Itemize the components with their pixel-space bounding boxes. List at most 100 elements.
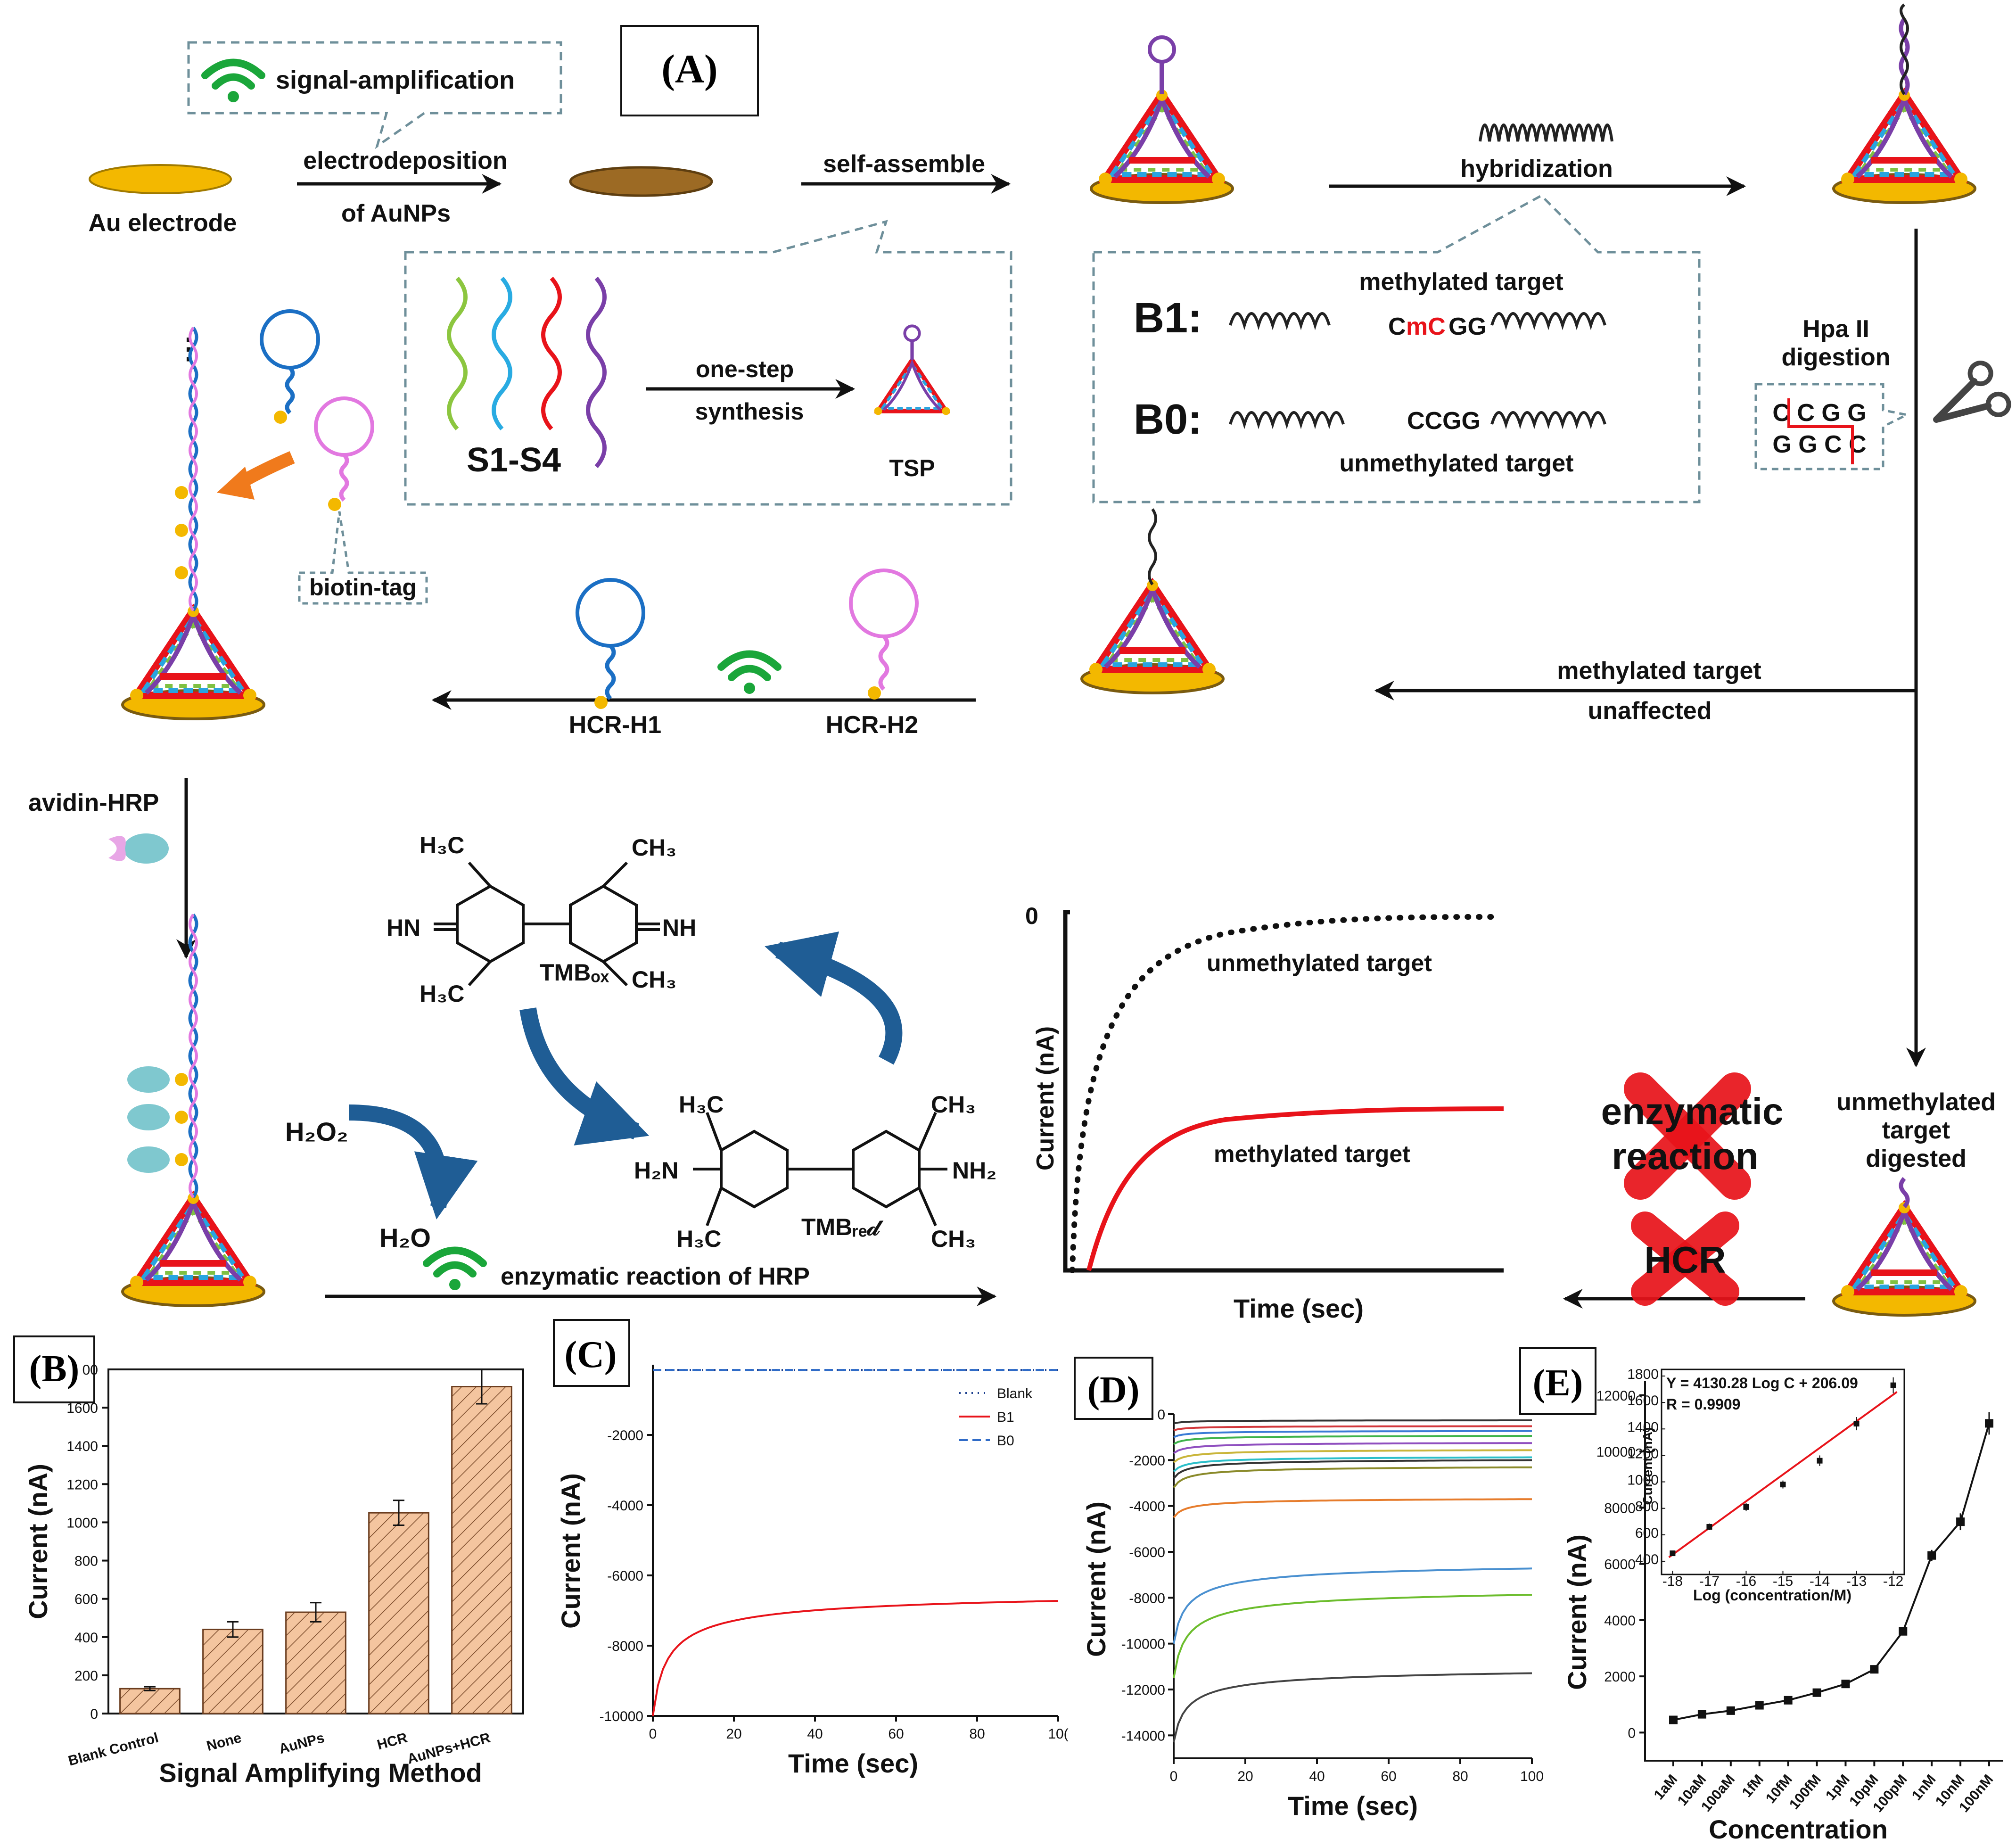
aunp-electrode-disk xyxy=(569,166,713,197)
chart-c-xtick-label: 20 xyxy=(726,1726,741,1742)
signal-amplification-label: signal-amplification xyxy=(276,66,515,94)
au-electrode-disk xyxy=(89,164,232,194)
inset-xtick-label: -14 xyxy=(1810,1574,1830,1589)
ccgg-site-box: C C G G G G C C xyxy=(1754,383,1910,470)
panel-c-label-box xyxy=(553,1319,630,1387)
signal-amplification-callout: signal-amplification xyxy=(187,41,562,149)
inset-xtick-label: -18 xyxy=(1662,1574,1683,1589)
h2o-label: H₂O xyxy=(379,1223,431,1253)
tmb-red-label: TMBᵣₑ𝒹 xyxy=(801,1214,884,1240)
panel-a: (A) signal-amplification Au electrode el… xyxy=(28,3,2011,1323)
schematic-ylabel: Current (nA) xyxy=(1032,1026,1059,1170)
panel-e-label: (E) xyxy=(1533,1362,1583,1404)
wifi-signal-icon xyxy=(201,58,265,102)
tmb-ox-structure xyxy=(434,861,660,987)
hpa-label-line1: Hpa II xyxy=(1802,315,1869,343)
enzymatic-blocked-line2: reaction xyxy=(1612,1135,1758,1177)
chart-d-series-line-2 xyxy=(1173,1425,1532,1432)
bar-aunps xyxy=(285,1611,346,1714)
orange-arrow-head xyxy=(217,467,255,500)
chart-d-xlabel: Time (sec) xyxy=(1288,1791,1418,1821)
hybridization-label: hybridization xyxy=(1460,155,1613,182)
chart-d-ytick-label: -2000 xyxy=(1129,1453,1165,1468)
chart-e-point xyxy=(1697,1710,1706,1719)
wifi-signal-icon xyxy=(717,650,782,694)
target-sequences-callout: methylated target B1: C mC GG B0: CCGG u… xyxy=(1092,194,1701,503)
chart-e-ytick-label: 6000 xyxy=(1604,1557,1636,1573)
bar-blank-control xyxy=(119,1688,181,1714)
inset-ytick-label: 600 xyxy=(1635,1525,1659,1541)
legend-label-b1: B1 xyxy=(997,1409,1014,1425)
schematic-zero-label: 0 xyxy=(1025,903,1038,929)
panel-d-label: (D) xyxy=(1087,1369,1139,1411)
chart-d-xtick-label: 100 xyxy=(1520,1769,1544,1784)
strand-s4 xyxy=(586,277,607,468)
panel-e-label-box xyxy=(1519,1347,1596,1415)
chart-d-series-line-3 xyxy=(1173,1430,1532,1438)
b0-right-strand xyxy=(1490,411,1606,429)
chart-d-ytick-label: -8000 xyxy=(1129,1591,1165,1606)
chart-c-xtick-label: 10( xyxy=(1048,1726,1068,1742)
chart-e-ytick-label: 10000 xyxy=(1596,1444,1636,1460)
tmb-red-h3c-bottom: H₃C xyxy=(676,1226,721,1252)
inset-ytick-label: 1400 xyxy=(1627,1419,1659,1435)
hcr-h1-label: HCR-H1 xyxy=(569,711,661,739)
enzymatic-hrp-label: enzymatic reaction of HRP xyxy=(501,1263,810,1290)
hrp-labeled-electrode xyxy=(123,913,264,1306)
inset-xtick-label: -15 xyxy=(1773,1574,1793,1589)
chart-d-series-line-8 xyxy=(1173,1459,1532,1479)
chart-b-xtick-label: Blank Control xyxy=(66,1730,160,1769)
chart-e-point xyxy=(1870,1665,1879,1674)
b1-left-strand xyxy=(1229,312,1331,330)
strands-label: S1-S4 xyxy=(467,441,561,479)
panel-d-label-box xyxy=(1074,1357,1153,1420)
chart-b-ylabel: Current (nA) xyxy=(23,1464,53,1619)
wifi-signal-icon xyxy=(423,1246,487,1290)
chart-e-inset: Y = 4130.28 Log C + 206.09 R = 0.9909 Lo… xyxy=(1627,1367,1905,1604)
chart-e-point xyxy=(1812,1688,1821,1697)
panel-c: (C) Time (sec) Current (nA) -2000-4000-6… xyxy=(553,1319,1069,1778)
legend-label-blank: Blank xyxy=(997,1386,1033,1401)
tmb-ox-nh: NH xyxy=(662,915,696,941)
tsp-electrode-hybridized xyxy=(1834,3,1975,203)
schematic-plot: 0 Current (nA) Time (sec) unmethylated t… xyxy=(1025,903,1504,1323)
electrodeposition-label-line1: electrodeposition xyxy=(303,147,507,174)
b1-methylated-label: methylated target xyxy=(1359,268,1563,296)
tmb-ox-hn: HN xyxy=(387,915,420,941)
chart-c-ytick-label: -10000 xyxy=(600,1709,643,1724)
chart-b-ytick-label: 1600 xyxy=(66,1401,98,1416)
chart-b-xlabel: Signal Amplifying Method xyxy=(159,1758,482,1788)
chart-e-point xyxy=(1927,1551,1936,1560)
h2o2-label: H₂O₂ xyxy=(285,1117,348,1146)
chart-e-ytick-label: 12000 xyxy=(1596,1388,1636,1404)
chart-d-series-line-5 xyxy=(1173,1442,1532,1454)
chart-d-ytick-label: -14000 xyxy=(1121,1728,1165,1744)
inset-equation: Y = 4130.28 Log C + 206.09 xyxy=(1666,1375,1858,1392)
biotin-tag-label: biotin-tag xyxy=(309,574,417,601)
tsp-electrode-methylated xyxy=(1082,508,1223,693)
target-dna-wave xyxy=(1479,124,1613,142)
inset-ytick-label: 1800 xyxy=(1627,1367,1659,1382)
hairpin-pink-icon xyxy=(314,396,374,511)
tmb-ox-h3c-top: H₃C xyxy=(420,832,464,858)
series-b1-line xyxy=(652,1600,1059,1716)
chart-e-ytick-label: 2000 xyxy=(1604,1669,1636,1685)
panel-e: (E) Concentration Current (nA) 020004000… xyxy=(1519,1347,2003,1844)
methylated-unaffected-line1: methylated target xyxy=(1557,657,1761,684)
tmb-oxidation-curved-arrow xyxy=(765,931,903,1065)
panel-a-label: (A) xyxy=(661,46,717,91)
inset-point xyxy=(1780,1482,1786,1488)
tsp-electrode-1 xyxy=(1091,35,1233,203)
tmb-red-ch3-bottom: CH₃ xyxy=(931,1226,976,1252)
inset-xtick-label: -17 xyxy=(1699,1574,1720,1589)
scissors-icon xyxy=(1933,361,2011,423)
chart-d-axes xyxy=(1173,1414,1532,1759)
chart-c-xlabel: Time (sec) xyxy=(788,1748,918,1778)
digested-line2: target xyxy=(1882,1117,1950,1144)
b1-label: B1: xyxy=(1134,295,1202,342)
tmb-reduction-curved-arrow xyxy=(519,1007,650,1146)
inset-point xyxy=(1853,1421,1860,1427)
chart-c-xtick-label: 40 xyxy=(807,1726,823,1742)
b0-unmethylated-label: unmethylated target xyxy=(1340,450,1574,477)
